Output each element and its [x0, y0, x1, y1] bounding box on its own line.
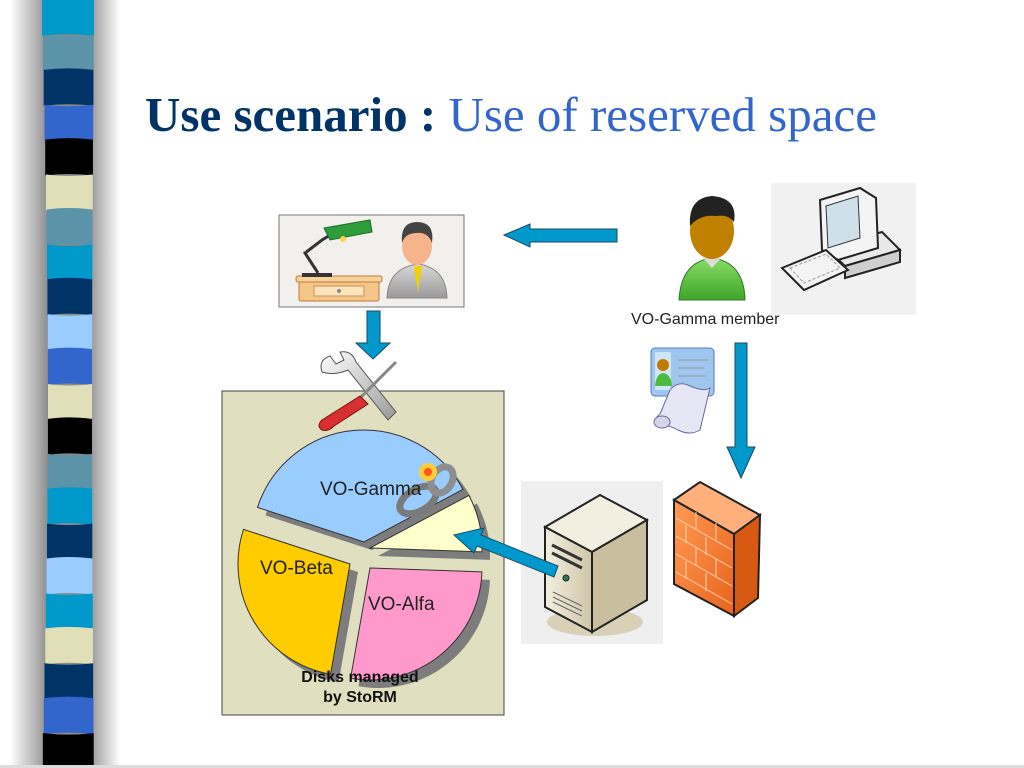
stripe-segment — [45, 626, 93, 665]
arrow-user-to-firewall — [726, 342, 756, 480]
slide-title: Use scenario : Use of reserved space — [145, 86, 877, 143]
chain-link-icon — [396, 463, 457, 518]
user-label: VO-Gamma member — [631, 311, 780, 328]
stripe-segment — [46, 557, 93, 595]
stripe-segment — [44, 663, 94, 701]
stripe-segment — [47, 314, 93, 352]
wrench-screwdriver-icon — [318, 351, 398, 431]
desktop-computer-icon — [771, 183, 916, 315]
pie-slice-vo-alfa — [349, 567, 483, 681]
stripe-segment — [47, 453, 93, 492]
administrator-box — [278, 214, 465, 308]
stripe-segment — [44, 104, 94, 143]
pie-label-vo-alfa: VO-Alfa — [368, 594, 435, 615]
pie-label-vo-gamma: VO-Gamma — [320, 479, 422, 500]
user-icon — [678, 196, 746, 301]
stripe-segment — [47, 347, 93, 385]
pie-slice-vo-beta — [237, 528, 351, 675]
storage-caption-line2: by StoRM — [323, 689, 397, 706]
stripe-segment — [42, 733, 94, 768]
slide-bottom-rule — [0, 765, 1024, 768]
title-main: Use of reserved space — [448, 87, 877, 142]
arrow-admin-to-storage — [354, 310, 392, 360]
firewall-icon — [672, 480, 762, 618]
stripe-segment — [42, 34, 94, 73]
arrow-user-to-admin — [502, 223, 618, 248]
stripe-segment — [46, 207, 93, 246]
arrow-server-to-reserved-space — [452, 527, 559, 578]
stripe-segment — [45, 593, 93, 631]
stripe-segment — [47, 523, 93, 562]
storage-caption-line1: Disks managed — [301, 669, 418, 686]
administrator-icon — [386, 222, 448, 299]
storage-pie-chart — [237, 429, 490, 689]
stripe-segment — [45, 138, 93, 176]
desk-lamp-icon — [295, 219, 383, 302]
title-prefix: Use scenario : — [145, 87, 449, 142]
stripe-segment — [48, 384, 92, 422]
stripe-segment — [43, 68, 94, 106]
stripe-segment — [47, 487, 93, 525]
pie-label-vo-beta: VO-Beta — [260, 558, 333, 579]
stripe-segment — [45, 174, 93, 212]
pie-slice-reserved-space — [368, 494, 483, 553]
stripe-segment — [42, 0, 94, 36]
stripe-segment — [43, 696, 94, 735]
stripe-segment — [47, 277, 93, 316]
stripe-segment — [47, 244, 93, 282]
decorative-stripe-bar — [42, 0, 94, 768]
certificate-scroll-icon — [650, 347, 715, 434]
stripe-segment — [47, 417, 93, 455]
